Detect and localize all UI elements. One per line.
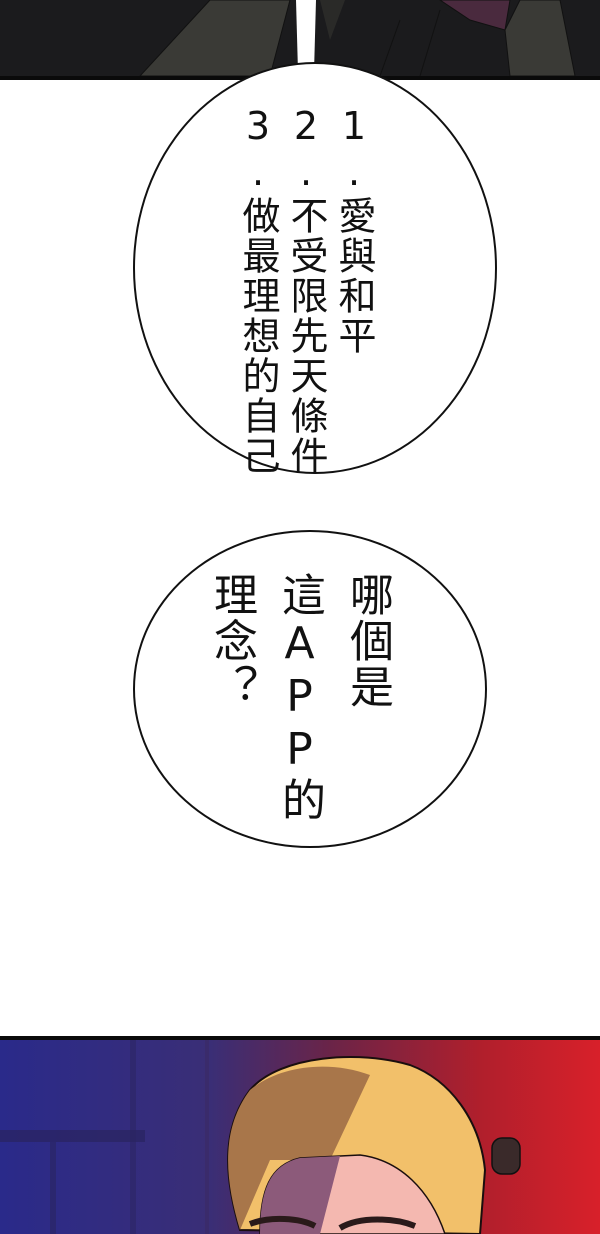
- bubble-text-option-3: 3.做最理想的自己: [236, 104, 280, 476]
- character-portrait-art: [0, 1040, 521, 1234]
- speech-bubble-app-principles: 1.愛與和平 2.不受限先天條件 3.做最理想的自己: [133, 62, 497, 476]
- bubble-text-line-1: 哪個是: [342, 572, 393, 710]
- bubble-text-option-2: 2.不受限先天條件: [284, 104, 328, 476]
- bubble-text-line-2: 這APP的: [274, 572, 325, 823]
- speech-bubble-question: 哪個是 這APP的 理念？: [133, 530, 487, 848]
- bubble-text-line-3: 理念？: [206, 572, 257, 710]
- top-panel-art: [139, 0, 576, 76]
- bottom-comic-panel: [0, 1036, 600, 1234]
- bubble-text-option-1: 1.愛與和平: [332, 104, 376, 356]
